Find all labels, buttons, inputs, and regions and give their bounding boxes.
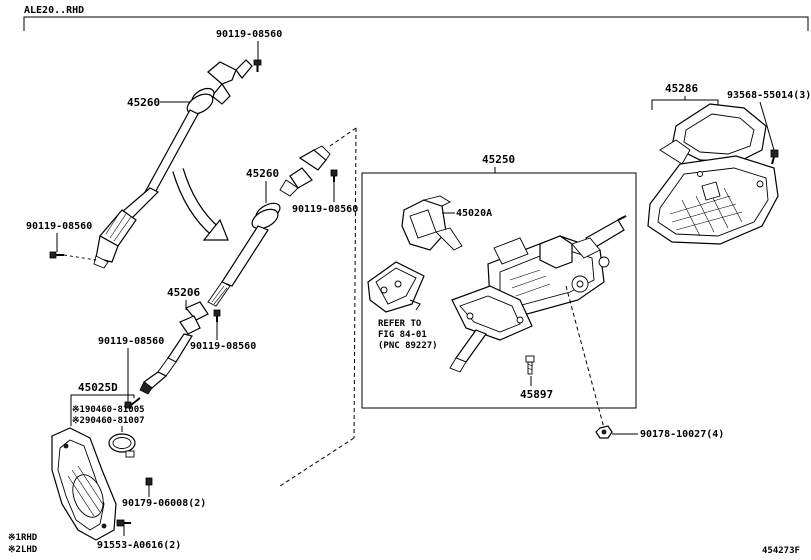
callout-clip-91553: 91553-A0616(2): [97, 540, 181, 551]
lower-joint-shaft: [139, 301, 209, 395]
callout-alt-lhd: ※290460-81007: [72, 416, 145, 426]
header-bracket: [23, 16, 809, 31]
callout-clip-90179: 90179-06008(2): [122, 498, 206, 509]
footer-code: 454273F: [762, 546, 800, 556]
refer-note-line1: REFER TO: [378, 319, 422, 329]
callout-45025d: 45025D: [78, 381, 118, 394]
nut-icon: [595, 425, 613, 439]
callout-bolt-d: 90119-08560: [98, 336, 164, 347]
refer-note-line3: (PNC 89227): [378, 341, 438, 351]
bolt-icon: [213, 309, 221, 322]
intermediate-shaft-lower: [207, 145, 331, 307]
callout-nut-90178: 90178-10027(4): [640, 429, 724, 440]
direction-arrow: [172, 168, 229, 241]
bolt-icon: [330, 169, 338, 182]
bolt-icon: [525, 355, 535, 375]
dust-seal-plate: [51, 427, 117, 541]
harness-bracket: [367, 261, 425, 313]
dashed-guide-left: [353, 127, 357, 439]
steering-column-body: [449, 215, 627, 373]
callout-45897: 45897: [520, 388, 553, 401]
bolt-icon: [49, 251, 64, 259]
bolt-icon: [253, 59, 262, 72]
callout-alt-rhd: ※190460-81005: [72, 405, 145, 415]
callout-45206: 45206: [167, 286, 200, 299]
callout-45286: 45286: [665, 82, 698, 95]
screw-icon: [116, 519, 131, 527]
callout-45260-upper: 45260: [127, 96, 160, 109]
callout-bolt-b: 90119-08560: [26, 221, 92, 232]
legend-rhd: ※1RHD: [8, 533, 38, 543]
callout-screw-93568: 93568-55014(3): [727, 90, 811, 101]
header-label: ALE20..RHD: [24, 5, 84, 16]
callout-bolt-a: 90119-08560: [216, 29, 282, 40]
callout-45020a: 45020A: [456, 208, 492, 219]
screw-icon: [770, 149, 779, 165]
intermediate-shaft-upper: [93, 59, 253, 269]
clip-icon: [145, 477, 153, 486]
bolt-icon: [124, 397, 141, 409]
callout-bolt-c: 90119-08560: [292, 204, 358, 215]
clamp-ring: [108, 433, 136, 458]
refer-note-line2: FIG 84-01: [378, 330, 427, 340]
callout-45260-lower: 45260: [246, 167, 279, 180]
dashed-guide-nut: [565, 285, 605, 429]
tilt-motor-module: [401, 195, 463, 251]
callout-bolt-e: 90119-08560: [190, 341, 256, 352]
column-cover: [647, 103, 779, 245]
callout-45250: 45250: [482, 153, 515, 166]
legend-lhd: ※2LHD: [8, 545, 38, 555]
column-assembly-box: [361, 172, 637, 409]
